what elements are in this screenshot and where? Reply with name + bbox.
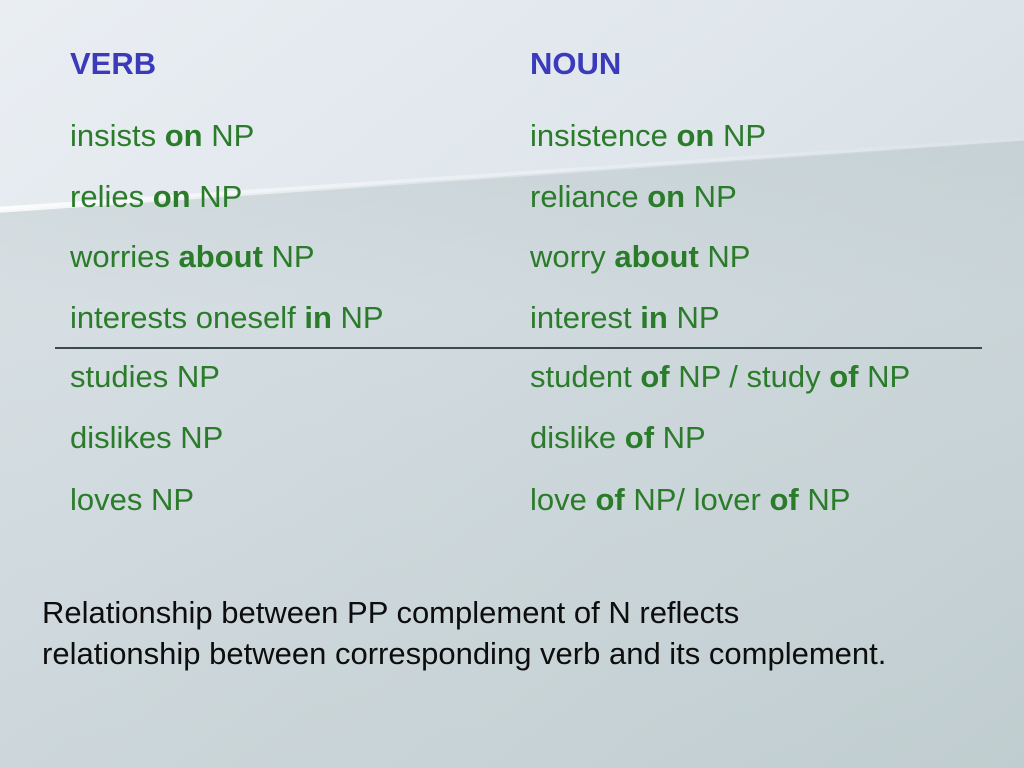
caption-line-2: relationship between corresponding verb … xyxy=(42,636,887,671)
table-row: loves NP love of NP/ lover of NP xyxy=(70,482,1014,543)
verb-cell: interests oneself in NP xyxy=(70,299,384,335)
comparison-table-lower: studies NP student of NP / study of NP dis… xyxy=(70,359,1014,543)
comparison-table-upper: insists on NP insistence on NP relies on N… xyxy=(70,118,1014,360)
verb-cell: studies NP xyxy=(70,359,220,394)
verb-column-header: VERB xyxy=(70,46,157,81)
noun-cell: student of NP / study of NP xyxy=(530,359,911,394)
table-row: insists on NP insistence on NP xyxy=(70,118,1014,179)
noun-cell: dislike of NP xyxy=(530,420,706,456)
table-header-row: VERB NOUN xyxy=(70,46,1004,82)
verb-cell: insists on NP xyxy=(70,118,255,153)
table-row: dislikes NP dislike of NP xyxy=(70,420,1014,481)
slide-caption: Relationship between PP complement of N … xyxy=(42,592,1002,674)
noun-cell: reliance on NP xyxy=(530,178,737,214)
caption-line-1: Relationship between PP complement of N … xyxy=(42,595,740,630)
table-row: studies NP student of NP / study of NP xyxy=(70,359,1014,420)
verb-cell: dislikes NP xyxy=(70,420,224,456)
verb-cell: loves NP xyxy=(70,481,195,517)
table-row: relies on NP reliance on NP xyxy=(70,179,1014,240)
verb-cell: worries about NP xyxy=(70,239,315,275)
verb-cell: relies on NP xyxy=(70,178,243,214)
table-row: interests oneself in NP interest in NP xyxy=(70,300,1014,361)
table-row: worries about NP worry about NP xyxy=(70,239,1014,300)
noun-column-header: NOUN xyxy=(530,46,622,81)
noun-cell: interest in NP xyxy=(530,299,720,335)
noun-cell: worry about NP xyxy=(530,239,751,275)
table-divider-line xyxy=(55,347,982,349)
noun-cell: love of NP/ lover of NP xyxy=(530,481,851,517)
noun-cell: insistence on NP xyxy=(530,118,767,153)
